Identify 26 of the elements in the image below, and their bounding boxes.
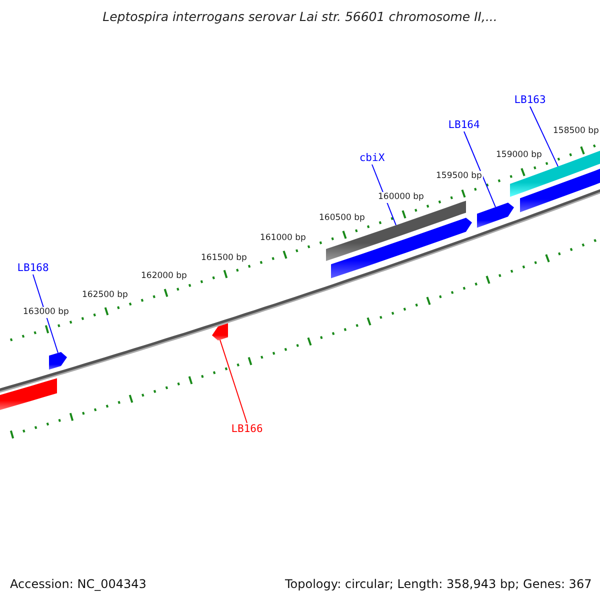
gene-feature: [49, 352, 67, 370]
scale-label: 159000 bp: [495, 150, 543, 160]
leader-line: [530, 106, 558, 167]
footer-text: Accession: NC_004343: [9, 577, 148, 591]
gene-label: LB163: [514, 95, 546, 106]
gene-feature: [0, 378, 57, 410]
gene-label: LB168: [17, 263, 49, 274]
gene-feature: [477, 202, 514, 228]
gene-label: cbiX: [359, 153, 385, 164]
scale-label: 159500 bp: [435, 171, 483, 182]
gene-feature: [520, 168, 600, 212]
gene-label: LB164: [448, 120, 480, 130]
scale-label: 160000 bp: [377, 192, 425, 202]
scale-label: 161000 bp: [259, 233, 307, 244]
scale-label: 162500 bp: [81, 290, 129, 300]
scale-label: 162000 bp: [140, 271, 188, 282]
leader-line: [220, 339, 248, 424]
footer-text: Topology: circular; Length: 358,943 bp; Genes: 367: [284, 577, 593, 591]
scale-label: 161500 bp: [200, 253, 248, 264]
gene-label: LB166: [231, 424, 263, 434]
leader-line: [464, 131, 496, 208]
scale-label: 160500 bp: [318, 213, 366, 224]
gene-feature: [212, 323, 228, 340]
scale-label: 158500 bp: [552, 126, 600, 136]
diagram-title: Leptospira interrogans serovar Lai str. 56601 chromosome II,...: [102, 11, 498, 24]
scale-label: 163000 bp: [22, 307, 70, 318]
